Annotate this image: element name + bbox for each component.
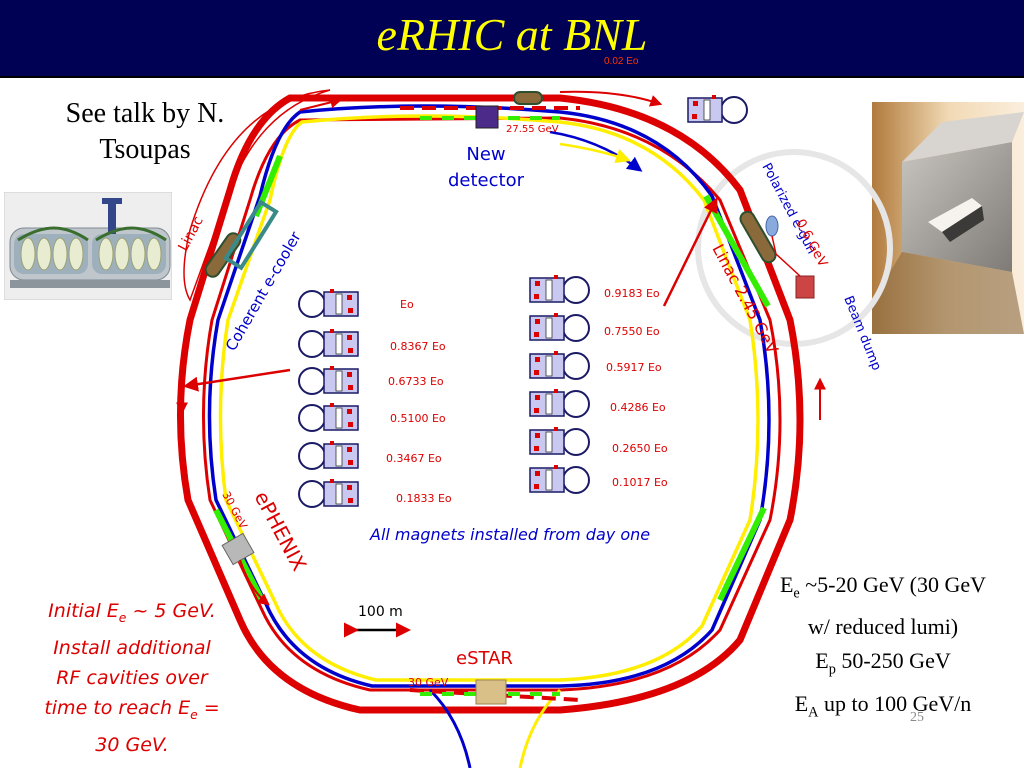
detector-energy-label: 27.55 GeV (506, 124, 559, 135)
page-number: 25 (910, 710, 924, 725)
ephenix-detector-box (221, 532, 255, 566)
magnet-energy-left-3: 0.6733 Eo (388, 375, 444, 388)
param-proton-energy: Ep 50-250 GeV (815, 648, 951, 678)
new-detector-label-line2: detector (448, 170, 525, 191)
estar-energy-label: 30 GeV (408, 676, 449, 689)
magnet-energy-right-4: 0.4286 Eo (610, 401, 666, 414)
gun-energy-label: 0.6 GeV (792, 217, 830, 270)
yellow-beam (218, 114, 760, 682)
linac-left-label: Linac (175, 214, 206, 254)
magnet-energy-left-6: 0.1833 Eo (396, 492, 452, 505)
yellow-injection-line (518, 688, 562, 768)
beam-dump-body (795, 275, 815, 299)
magnet-energy-left-5: 0.3467 Eo (386, 452, 442, 465)
initial-note-line4: time to reach Ee = (44, 696, 220, 722)
magnet-stack-right (529, 274, 590, 494)
estar-label: eSTAR (456, 648, 513, 669)
new-detector-box (475, 105, 499, 129)
magnet-energy-right-6: 0.1017 Eo (612, 476, 668, 489)
initial-note-line3: RF cavities over (56, 666, 208, 689)
coil-top (513, 91, 543, 105)
initial-note-line5: 30 GeV. (95, 733, 169, 756)
estar-detector-box (475, 679, 507, 705)
magnets-note: All magnets installed from day one (369, 525, 650, 544)
coil-linac-right (739, 210, 777, 264)
magnet-energy-left-1: Eo (400, 298, 414, 311)
magnet-energy-right-5: 0.2650 Eo (612, 442, 668, 455)
linac-left-loop (183, 89, 331, 302)
param-ion-energy: EA up to 100 GeV/n (794, 690, 972, 721)
top-energy-label: 0.02 Eo (604, 56, 639, 67)
beam-dump-label: Beam dump (840, 294, 884, 373)
polarized-gun-body (765, 215, 779, 237)
initial-energy-note: Initial Ee ~ 5 GeV. Install additional R… (14, 596, 250, 760)
initial-note-line2: Install additional (53, 636, 211, 659)
magnet-energy-left-4: 0.5100 Eo (390, 412, 446, 425)
blue-injection-line (428, 688, 472, 768)
blue-beam (207, 104, 771, 688)
param-electron-energy: Ee ~5-20 GeV (30 GeV (779, 572, 987, 602)
reference-line-1: See talk by N. (65, 98, 225, 129)
srf-cavity-image (4, 192, 172, 300)
outer-red-beam (177, 94, 804, 714)
electron-gun-image (872, 102, 1024, 334)
slide-title: eRHIC at BNL (376, 9, 648, 60)
new-detector-label-line1: New (466, 144, 505, 165)
initial-note-line1: Initial Ee ~ 5 GeV. (48, 600, 216, 625)
top-right-magnet (687, 94, 748, 124)
inner-red-beam (202, 116, 782, 692)
param-electron-energy-cont: w/ reduced lumi) (807, 614, 959, 640)
beam-parameters: Ee ~5-20 GeV (30 GeV w/ reduced lumi) Ep… (742, 568, 1024, 729)
reference-note: See talk by N. Tsoupas (30, 96, 260, 168)
magnet-stack-left (298, 288, 359, 508)
magnet-energy-right-2: 0.7550 Eo (604, 325, 660, 338)
magnet-energy-right-1: 0.9183 Eo (604, 287, 660, 300)
magnet-energy-right-3: 0.5917 Eo (606, 361, 662, 374)
scale-label: 100 m (358, 604, 403, 620)
ecooler-box (223, 199, 279, 271)
title-bar: eRHIC at BNL (0, 0, 1024, 78)
reference-line-2: Tsoupas (99, 134, 191, 165)
magnet-energy-left-2: 0.8367 Eo (390, 340, 446, 353)
